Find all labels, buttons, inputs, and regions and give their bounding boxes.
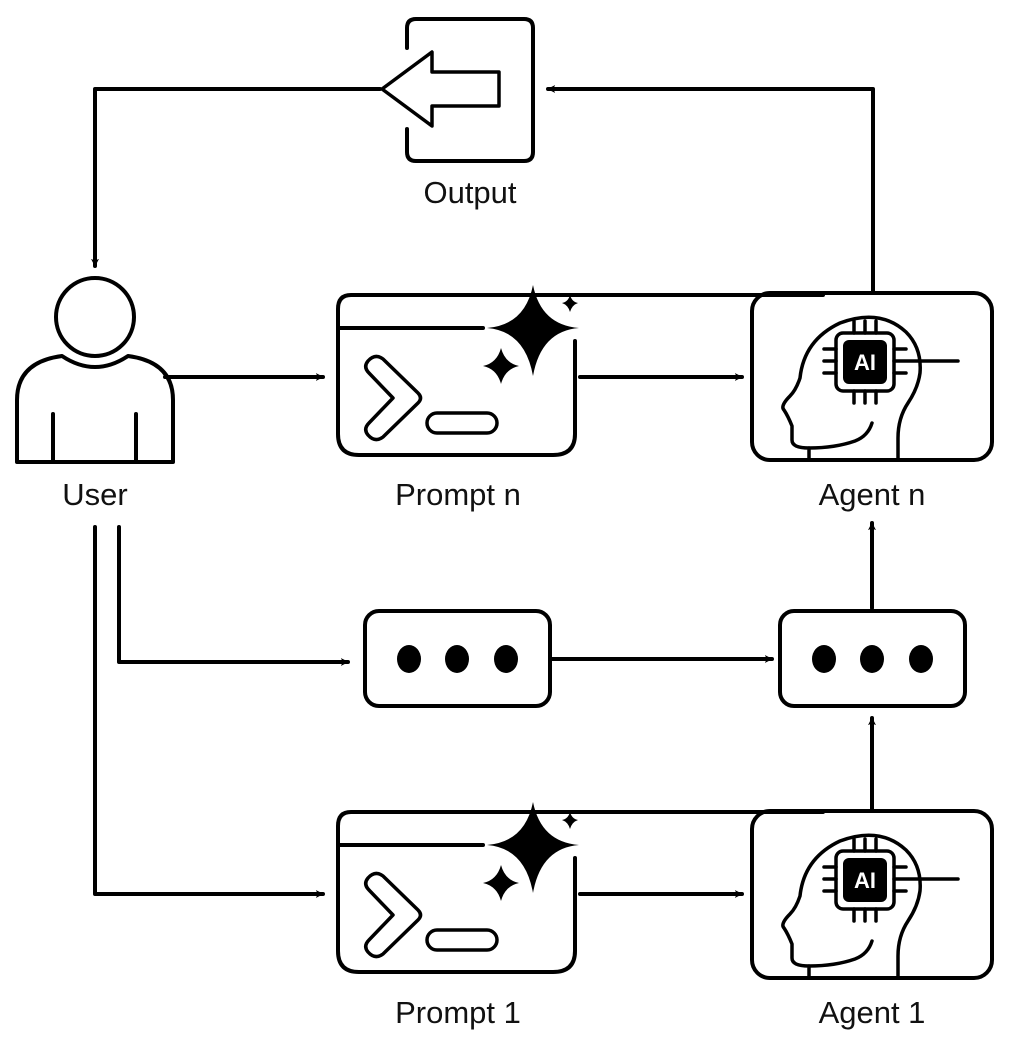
user-label: User — [62, 477, 127, 512]
ai-head-icon — [750, 809, 994, 980]
node-prompt-n[interactable]: Prompt n — [336, 283, 825, 512]
ellipsis-icon — [397, 645, 518, 673]
node-user[interactable]: User — [15, 276, 175, 512]
node-prompt-1[interactable]: Prompt 1 — [336, 800, 825, 1030]
exit-arrow-icon — [380, 17, 535, 163]
ai-head-icon — [750, 291, 994, 462]
prompt-1-label: Prompt 1 — [395, 995, 521, 1030]
ellipsis-icon — [812, 645, 933, 673]
prompt-n-label: Prompt n — [395, 477, 521, 512]
person-icon — [15, 276, 175, 464]
edge-user-to-prompt-1 — [93, 525, 325, 898]
agent-n-chip-text: AI — [854, 350, 876, 375]
node-agent-n[interactable]: AI Agent n — [750, 291, 994, 512]
edges — [91, 85, 876, 898]
edge-user-to-ellipsis-prompt — [117, 525, 350, 666]
node-ellipsis-agent[interactable] — [778, 609, 967, 708]
agent-n-label: Agent n — [819, 477, 926, 512]
agent-1-chip-text: AI — [854, 868, 876, 893]
node-agent-1[interactable]: AI Agent 1 — [750, 809, 994, 1030]
edge-output-to-user — [91, 87, 382, 268]
agent-1-label: Agent 1 — [819, 995, 926, 1030]
node-output[interactable]: Output — [380, 17, 535, 210]
edge-agent-n-to-output — [546, 85, 875, 295]
node-ellipsis-prompt[interactable] — [363, 609, 552, 708]
output-label: Output — [423, 175, 516, 210]
